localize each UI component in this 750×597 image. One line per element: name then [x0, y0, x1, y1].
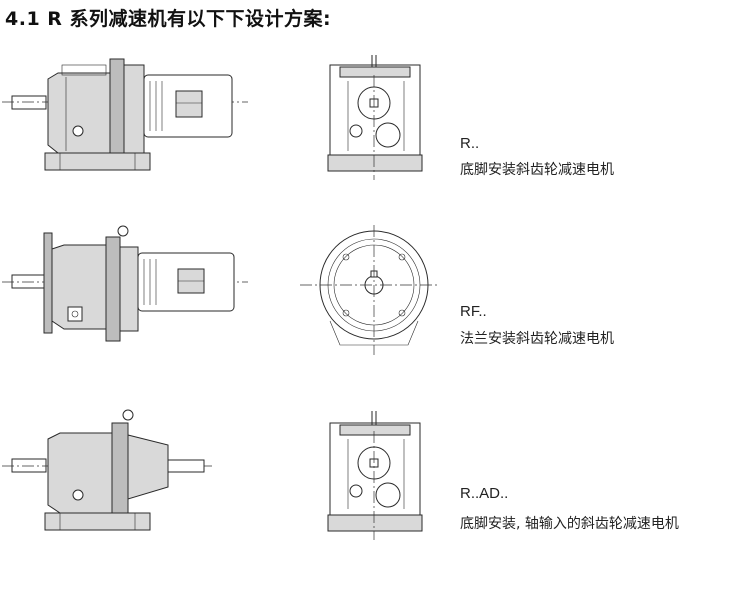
design-row-rad: R..AD.. 底脚安装, 轴输入的斜齿轮减速电机 — [0, 405, 750, 565]
design-code: RF.. — [460, 303, 487, 320]
design-description: 法兰安装斜齿轮减速电机 — [460, 331, 614, 347]
design-row-r: R.. 底脚安装斜齿轮减速电机 — [0, 55, 750, 215]
page-title: 4.1 R 系列减速机有以下下设计方案: — [5, 8, 332, 30]
rf-side-view-drawing — [2, 225, 248, 342]
design-code: R..AD.. — [460, 485, 509, 502]
r-side-view-drawing — [2, 58, 248, 171]
r-front-view-drawing — [327, 55, 423, 180]
rad-front-view-drawing — [327, 411, 423, 540]
design-code: R.. — [460, 135, 480, 152]
rf-front-view-drawing — [300, 225, 440, 355]
design-description: 底脚安装斜齿轮减速电机 — [460, 162, 614, 178]
design-row-rf: RF.. 法兰安装斜齿轮减速电机 — [0, 225, 750, 385]
rad-side-view-drawing — [2, 409, 212, 531]
design-description: 底脚安装, 轴输入的斜齿轮减速电机 — [460, 516, 679, 532]
